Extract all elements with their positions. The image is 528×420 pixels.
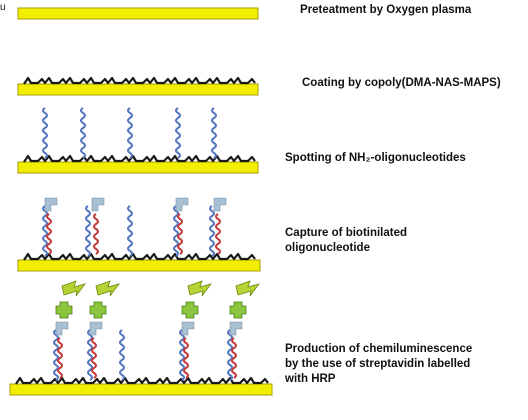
polymer-coating-5 [15,376,269,385]
probe-strand-5-5 [227,329,233,381]
step-label-2: Coating by copoly(DMA-NAS-MAPS) [302,76,501,91]
step-label-5-line-3: with HRP [285,373,336,385]
captured-strand-4-2 [93,213,99,255]
probe-strand-4-4 [173,205,179,257]
streptavidin-5-4 [229,301,247,319]
biotin-tag-4-1 [44,197,58,212]
probe-strand-4-1 [42,205,48,257]
probe-strand-3-3 [127,107,133,159]
panel-3 [17,107,259,174]
step-label-4: Capture of biotinilated oligonucleotide [285,226,407,256]
panel-4 [17,197,261,272]
captured-strand-4-1 [46,213,52,255]
step-label-2-line-1: Coating by copoly(DMA-NAS-MAPS) [302,77,501,89]
corner-letter: u [0,2,6,13]
step-label-4-line-2: oligonucleotide [285,242,370,254]
substrate-5 [9,383,273,396]
captured-strand-5-3 [183,337,189,379]
biotin-tag-5-4 [229,321,243,336]
step-label-3: Spotting of NH₂-oligonucleotides [285,151,466,166]
chemiluminescence-bolt-5-4 [235,280,261,297]
panel-1 [17,7,259,20]
substrate-3 [17,161,259,174]
captured-strand-4-4 [215,213,221,255]
polymer-coating-4 [23,252,256,261]
polymer-coating-2 [23,76,256,85]
streptavidin-5-3 [181,301,199,319]
panel-2 [17,76,259,96]
chemiluminescence-bolt-5-1 [61,280,87,297]
biotin-tag-4-2 [91,197,105,212]
biotin-tag-5-2 [89,321,103,336]
probe-strand-5-3 [119,329,125,381]
captured-strand-5-4 [231,337,237,379]
probe-strand-5-2 [87,329,93,381]
substrate-1 [17,7,259,20]
chemiluminescence-bolt-5-3 [187,280,213,297]
probe-strand-4-2 [85,205,91,257]
biotin-tag-5-1 [55,321,69,336]
probe-strand-3-1 [42,107,48,159]
probe-strand-5-4 [179,329,185,381]
biotin-tag-4-4 [213,197,227,212]
probe-strand-3-4 [175,107,181,159]
substrate-4 [17,259,261,272]
probe-strand-3-5 [211,107,217,159]
probe-strand-3-2 [80,107,86,159]
probe-strand-4-5 [209,205,215,257]
step-label-1-line-1: Preteatment by Oxygen plasma [300,4,472,16]
polymer-coating-3 [23,154,256,163]
step-label-5-line-1: Production of chemiluminescence [285,343,473,355]
streptavidin-5-2 [89,301,107,319]
biotin-tag-5-3 [181,321,195,336]
captured-strand-5-2 [91,337,97,379]
step-label-5-line-2: by the use of streptavidin labelled [285,358,471,370]
captured-strand-5-1 [57,337,63,379]
substrate-2 [17,83,259,96]
captured-strand-4-3 [177,213,183,255]
step-label-5: Production of chemiluminescence by the u… [285,342,472,387]
biotin-tag-4-3 [175,197,189,212]
streptavidin-5-1 [55,301,73,319]
step-label-4-line-1: Capture of biotinilated [285,227,408,239]
step-label-1: Preteatment by Oxygen plasma [300,3,471,18]
step-label-3-line-1: Spotting of NH₂-oligonucleotides [285,152,466,164]
chemiluminescence-bolt-5-2 [95,280,121,297]
probe-strand-4-3 [127,205,133,257]
panel-5 [9,280,273,396]
probe-strand-5-1 [53,329,59,381]
